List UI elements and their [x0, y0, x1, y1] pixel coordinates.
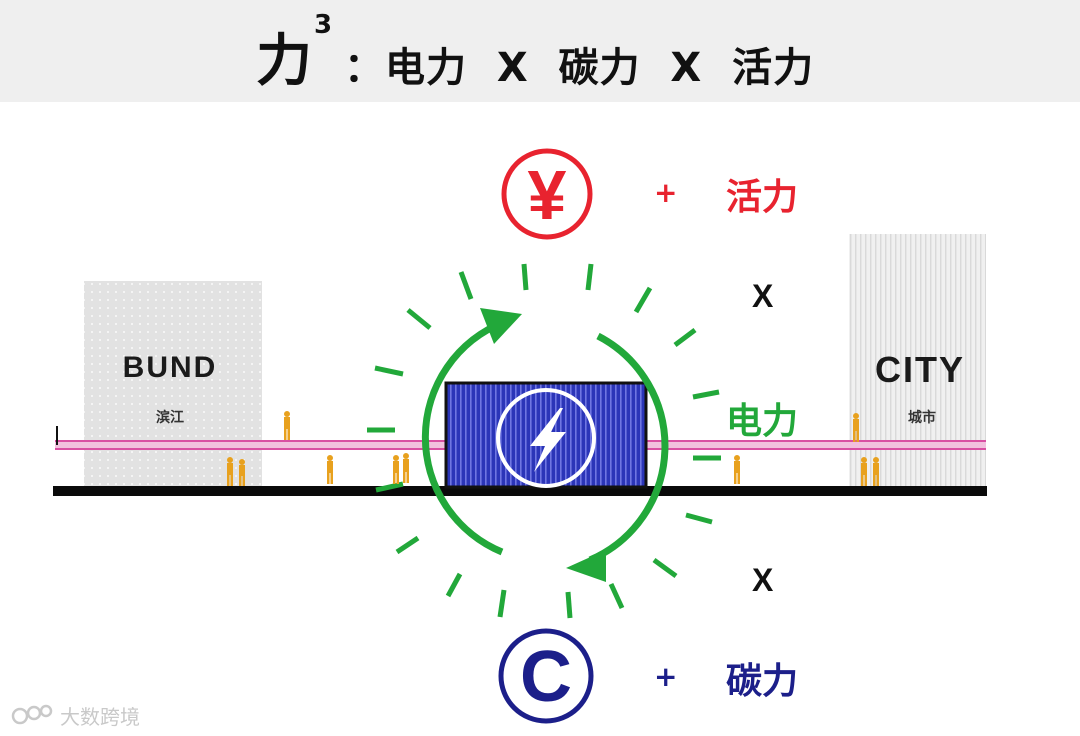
watermark-logo-icon [11, 704, 53, 725]
title-superscript: 3 [314, 10, 333, 40]
plus-bottom: + [654, 660, 678, 693]
carbon-symbol-circle [498, 628, 594, 724]
ground-line [53, 486, 987, 496]
label-power: 电力 [726, 401, 799, 442]
watermark: 大数跨境 [10, 700, 140, 730]
title-formula: ：电力 X 碳力 X 活力 [344, 45, 815, 91]
multiply-top: X [752, 278, 774, 314]
title-main: 力 [256, 29, 312, 94]
multiply-bottom: X [752, 562, 774, 598]
pedestrian-figures [227, 411, 879, 486]
cycle-arrow-left [421, 318, 506, 556]
yuan-icon: ¥ [528, 156, 567, 234]
title-banner: 力 3 ：电力 X 碳力 X 活力 [0, 0, 1080, 102]
yuan-symbol-circle [501, 148, 593, 240]
bund-building [84, 281, 262, 487]
label-vitality: 活力 [726, 177, 799, 218]
lightning-bolt-icon [530, 408, 566, 472]
radiating-dashes [367, 263, 721, 619]
bund-subtitle: 滨江 [156, 409, 184, 426]
plus-top: + [654, 176, 678, 209]
watermark-text: 大数跨境 [60, 704, 140, 729]
city-subtitle: 城市 [908, 409, 936, 426]
cycle-arrow-right [588, 332, 669, 564]
city-name: CITY [875, 349, 965, 390]
power-circle [496, 388, 596, 488]
label-carbon: 碳力 [726, 661, 799, 702]
carbon-icon: C [520, 637, 572, 717]
bund-name: BUND [123, 351, 218, 384]
